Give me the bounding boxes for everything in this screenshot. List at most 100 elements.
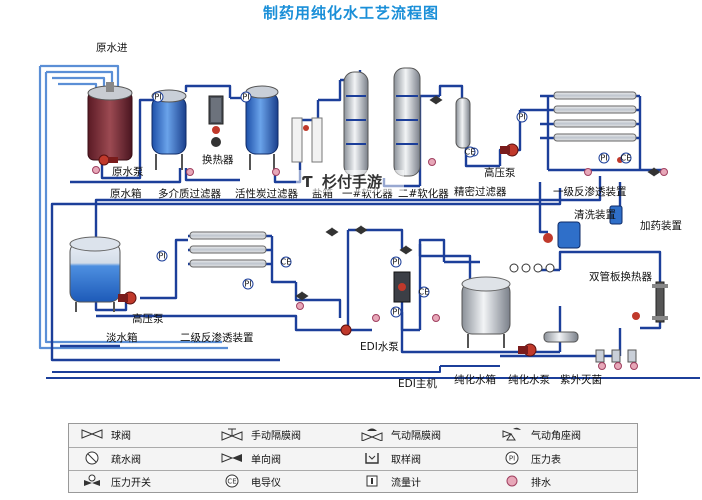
uv-sterilizer bbox=[543, 331, 637, 363]
legend-label: 流量计 bbox=[391, 477, 421, 489]
legend-row: 球阀 手动隔膜阀 气动隔膜阀 气动角座阀 bbox=[69, 424, 637, 444]
legend-item: 疏水阀 bbox=[79, 450, 141, 466]
pressure-gauges: PI PI PI PI PI PI PI PI bbox=[152, 91, 610, 318]
legend-item: 单向阀 bbox=[219, 450, 281, 466]
label-precision-filter: 精密过滤器 bbox=[454, 185, 507, 198]
tank-top-gauges bbox=[509, 263, 555, 273]
svg-text:PI: PI bbox=[509, 455, 515, 463]
label-ro-stage-1: 一级反渗透装置 bbox=[553, 185, 627, 198]
svg-text:PI: PI bbox=[600, 154, 607, 163]
drain-icon bbox=[428, 158, 436, 166]
conductivity-meters: CE CE CE CE bbox=[280, 146, 632, 298]
svg-text:CE: CE bbox=[621, 154, 632, 163]
label-raw-water-tank: 原水箱 bbox=[110, 187, 142, 200]
pressure-gauge-icon: PI bbox=[390, 306, 402, 318]
edi-host bbox=[393, 271, 411, 303]
legend-label: 电导仪 bbox=[251, 477, 281, 489]
svg-text:PI: PI bbox=[392, 258, 399, 267]
label-fresh-water-tank: 淡水箱 bbox=[106, 331, 138, 344]
drain-icon bbox=[186, 168, 194, 176]
svg-text:PI: PI bbox=[244, 280, 251, 289]
pressure-gauge-icon: PI bbox=[242, 278, 254, 290]
drain-icon bbox=[432, 314, 440, 322]
drain-valve-icon bbox=[79, 451, 105, 465]
svg-text:PI: PI bbox=[158, 252, 165, 261]
check-valve-icon bbox=[219, 451, 245, 465]
legend-item: CE 电导仪 bbox=[219, 473, 281, 489]
drain-icon bbox=[584, 168, 592, 176]
pressure-gauge-icon: PI bbox=[152, 91, 164, 103]
ball-valve-icon bbox=[325, 227, 339, 237]
svg-text:CE: CE bbox=[419, 288, 430, 297]
ball-valve-icon bbox=[354, 225, 368, 235]
drain-icon bbox=[614, 362, 622, 370]
drain-icon bbox=[372, 314, 380, 322]
salt-tank bbox=[291, 117, 323, 163]
legend-item: 排水 bbox=[499, 473, 551, 489]
high-pressure-pump-1 bbox=[500, 143, 519, 157]
manual-diaphragm-valve-icon bbox=[219, 427, 245, 441]
legend-label: 排水 bbox=[531, 477, 551, 489]
label-raw-water-inlet: 原水进 bbox=[96, 42, 128, 54]
legend-item: 流量计 bbox=[359, 473, 421, 489]
watermark: Ƭ 杉付手游 bbox=[296, 170, 404, 192]
label-softener-2: 二#软化器 bbox=[398, 187, 449, 200]
drain-icon bbox=[296, 302, 304, 310]
label-edi-host: EDI主机 bbox=[398, 377, 437, 390]
drain-icon bbox=[92, 166, 100, 174]
legend-label: 球阀 bbox=[111, 430, 131, 442]
inlet-pipes bbox=[38, 64, 228, 350]
double-tube-sheet-exchanger bbox=[632, 281, 668, 323]
pressure-gauge-icon: PI bbox=[499, 451, 525, 465]
flow-meter-icon bbox=[359, 474, 385, 488]
svg-text:CE: CE bbox=[227, 478, 236, 486]
drain-points bbox=[92, 158, 668, 370]
conductivity-meter-icon: CE bbox=[280, 256, 292, 268]
label-edi-pump: EDI水泵 bbox=[360, 341, 399, 353]
svg-text:PI: PI bbox=[518, 113, 525, 122]
drain-icon bbox=[272, 168, 280, 176]
high-pressure-pump-2 bbox=[118, 291, 137, 305]
raw-water-pump bbox=[98, 154, 118, 166]
legend-row: 压力开关 CE 电导仪 流量计 排水 bbox=[69, 470, 637, 491]
drain-icon bbox=[660, 168, 668, 176]
label-high-pressure-pump-2: 高压泵 bbox=[132, 312, 164, 325]
svg-text:PI: PI bbox=[242, 93, 249, 102]
raw-water-tank bbox=[87, 82, 133, 161]
drain-icon bbox=[598, 362, 606, 370]
fresh-water-tank bbox=[69, 236, 121, 312]
label-cleaning-device: 清洗装置 bbox=[574, 208, 616, 221]
conductivity-meter-icon: CE bbox=[464, 146, 476, 158]
legend-label: 手动隔膜阀 bbox=[251, 430, 301, 442]
svg-text:PI: PI bbox=[154, 93, 161, 102]
legend-label: 取样阀 bbox=[391, 454, 421, 466]
pneumatic-angle-valve-icon bbox=[499, 427, 525, 441]
label-raw-water-pump: 原水泵 bbox=[112, 166, 144, 178]
legend-label: 气动隔膜阀 bbox=[391, 430, 441, 442]
pressure-gauge-icon: PI bbox=[156, 250, 168, 262]
conductivity-meter-icon: CE bbox=[219, 474, 245, 488]
label-carbon-filter: 活性炭过滤器 bbox=[235, 187, 298, 200]
legend-item: 气动角座阀 bbox=[499, 426, 581, 442]
diagram-title: 制药用纯化水工艺流程图 bbox=[262, 4, 439, 22]
drain-icon bbox=[630, 362, 638, 370]
drain-icon bbox=[499, 474, 525, 488]
svg-text:CE: CE bbox=[465, 148, 476, 157]
purified-water-tank bbox=[461, 263, 555, 348]
process-flow-diagram: PI PI PI PI PI PI PI PI CE CE CE CE bbox=[38, 42, 700, 390]
legend-item: 手动隔膜阀 bbox=[219, 426, 301, 442]
legend-row: 疏水阀 单向阀 取样阀 PI 压力表 bbox=[69, 447, 637, 468]
label-uv-sterilizer: 紫外灭菌 bbox=[560, 374, 602, 386]
legend-item: 压力开关 bbox=[79, 473, 151, 489]
sampling-valve-icon bbox=[359, 451, 385, 465]
dosing-device bbox=[609, 205, 623, 225]
heat-exchanger bbox=[208, 95, 224, 147]
ro-stage-2-membranes bbox=[189, 231, 267, 268]
svg-text:PI: PI bbox=[392, 308, 399, 317]
valves bbox=[295, 95, 661, 301]
label-high-pressure-pump-1: 高压泵 bbox=[484, 166, 516, 179]
legend-label: 疏水阀 bbox=[111, 454, 141, 466]
return-loop bbox=[46, 365, 700, 379]
ball-valve-icon bbox=[429, 95, 443, 105]
label-ro-stage-2: 二级反渗透装置 bbox=[180, 331, 254, 344]
